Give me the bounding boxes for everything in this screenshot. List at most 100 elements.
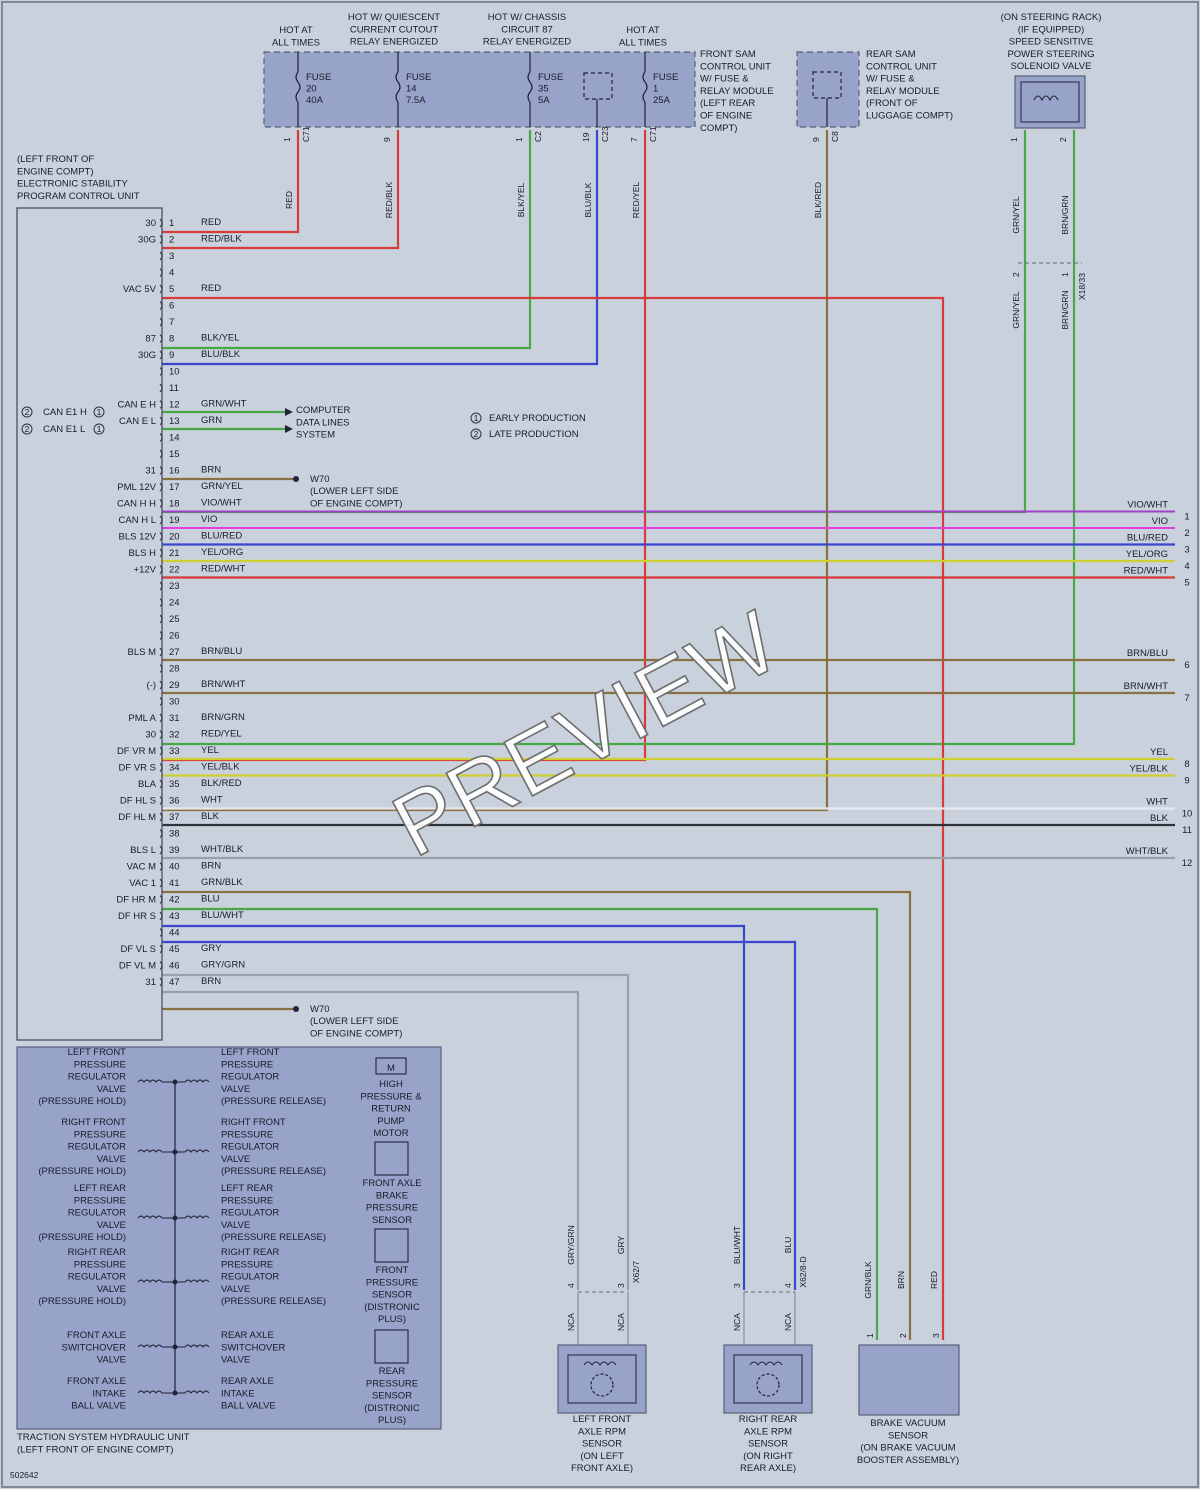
legend-number-badge bbox=[470, 412, 482, 424]
solenoid-frame bbox=[1020, 81, 1080, 123]
pin-name: PML 12V bbox=[117, 482, 156, 493]
steering-valve-label: SOLENOID VALVE bbox=[1011, 61, 1092, 72]
brake-vacuum-sensor-label: (ON BRAKE VACUUM bbox=[860, 1443, 955, 1454]
sensor-coil-icon bbox=[749, 1361, 783, 1366]
valve-coil-icon bbox=[137, 1344, 174, 1348]
rear-sam-box bbox=[796, 51, 860, 128]
pin-terminal bbox=[159, 235, 163, 244]
power-header: HOT W/ CHASSIS bbox=[488, 12, 566, 23]
exit-reference-number: 11 bbox=[1182, 825, 1192, 836]
pin-terminal bbox=[159, 581, 163, 591]
connector-id: X62/8-D bbox=[798, 1256, 808, 1287]
connector-pin: 19 bbox=[581, 132, 591, 142]
wire-color-label: RED/YEL bbox=[631, 182, 641, 219]
wire-color-label: VIO bbox=[1152, 516, 1168, 527]
tone-ring-icon bbox=[590, 1373, 614, 1397]
connector-pin: 4 bbox=[566, 1283, 576, 1288]
pin-terminal bbox=[159, 779, 163, 789]
front-sam-label: FRONT SAM bbox=[700, 49, 756, 60]
can-e-alt-name: CAN E1 H bbox=[43, 407, 87, 418]
pressure-sensor-icon bbox=[374, 1329, 409, 1364]
pin-number: 40 bbox=[169, 862, 180, 873]
motor-icon bbox=[375, 1057, 407, 1075]
pin-name: DF VR M bbox=[117, 746, 156, 757]
valve-coil-icon bbox=[175, 1215, 210, 1219]
pin-wire-label: YEL bbox=[201, 745, 219, 756]
pin-name: BLA bbox=[138, 779, 157, 790]
valve-label-left: VALVE bbox=[97, 1084, 126, 1095]
valve-coil-icon bbox=[175, 1079, 210, 1083]
connector-pin: 4 bbox=[783, 1283, 793, 1288]
esp-control-unit bbox=[16, 207, 163, 1041]
connector-id: C2 bbox=[533, 131, 543, 142]
pin-terminal bbox=[159, 532, 163, 541]
esp-control-unit-label: (LEFT FRONT OF bbox=[17, 154, 94, 165]
pin-number: 17 bbox=[169, 482, 180, 493]
pin-terminal bbox=[159, 598, 163, 607]
pin-number: 42 bbox=[169, 895, 180, 906]
ground-icon bbox=[293, 1006, 299, 1012]
wire-color-label: BLU/RED bbox=[1127, 533, 1168, 544]
brake-vacuum-sensor-label: BRAKE VACUUM bbox=[870, 1418, 945, 1429]
pin-terminal bbox=[159, 449, 163, 459]
pin-number: 20 bbox=[169, 532, 180, 543]
brake-vacuum-sensor-label: BOOSTER ASSEMBLY) bbox=[857, 1455, 959, 1466]
pin-name: DF HR M bbox=[116, 895, 156, 906]
fuse-label: 1 bbox=[653, 84, 658, 95]
pin-name: (-) bbox=[147, 680, 157, 691]
pin-terminal bbox=[159, 433, 163, 442]
pin-terminal bbox=[159, 548, 163, 558]
pin-terminal bbox=[159, 895, 163, 904]
hydraulic-unit-label: (LEFT FRONT OF ENGINE COMPT) bbox=[17, 1444, 173, 1455]
computer-data-lines-label: SYSTEM bbox=[296, 430, 335, 441]
valve-coil-icon bbox=[175, 1390, 210, 1394]
valve-label-right: RIGHT FRONT bbox=[221, 1117, 286, 1128]
valve-label-right: VALVE bbox=[221, 1284, 250, 1295]
wire-color-label: BRN/BLU bbox=[1127, 648, 1168, 659]
power-header: CIRCUIT 87 bbox=[501, 24, 553, 35]
pin-terminal bbox=[159, 350, 163, 360]
pin-number: 8 bbox=[169, 334, 174, 345]
valve-label-left: FRONT AXLE bbox=[67, 1376, 126, 1387]
wire-red bbox=[162, 130, 300, 234]
power-header: HOT W/ QUIESCENT bbox=[348, 12, 440, 23]
wire-color-label: GRN/BLK bbox=[863, 1261, 873, 1299]
front-sam-label: RELAY MODULE bbox=[700, 86, 774, 97]
valve-label-left: (PRESSURE HOLD) bbox=[38, 1296, 126, 1307]
valve-coil-icon bbox=[137, 1390, 174, 1394]
pin-number: 21 bbox=[169, 548, 180, 559]
pin-terminal bbox=[159, 928, 163, 937]
connector-pin: 1 bbox=[865, 1333, 875, 1338]
pin-name: 30G bbox=[138, 350, 156, 361]
pin-wire-label: BLK/YEL bbox=[201, 333, 240, 344]
power-header: RELAY ENERGIZED bbox=[350, 37, 438, 48]
pin-terminal bbox=[159, 796, 163, 805]
pin-name: BLS M bbox=[127, 647, 156, 658]
pin-number: 34 bbox=[169, 763, 180, 774]
wire-blk-yel bbox=[162, 130, 532, 350]
wire-color-label: BRN/GRN bbox=[1060, 195, 1070, 234]
rear-sam-label: CONTROL UNIT bbox=[866, 61, 937, 72]
wire-color-label: WHT bbox=[1146, 797, 1168, 808]
production-legend-ref: 2 bbox=[25, 407, 30, 417]
wire-gry bbox=[162, 973, 630, 1290]
connector-pin: 3 bbox=[931, 1333, 941, 1338]
pin-number: 22 bbox=[169, 565, 180, 576]
fuse-icon bbox=[527, 71, 533, 103]
pin-terminal bbox=[159, 680, 163, 690]
brake-vacuum-sensor-box bbox=[858, 1344, 960, 1416]
pin-name: CAN E H bbox=[117, 400, 156, 411]
pin-number: 4 bbox=[169, 268, 174, 279]
pin-number: 35 bbox=[169, 779, 180, 790]
valve-label-right: (PRESSURE RELEASE) bbox=[221, 1296, 326, 1307]
brake-vacuum-sensor-label: SENSOR bbox=[888, 1430, 928, 1441]
pin-wire-label: BRN bbox=[201, 861, 221, 872]
pin-terminal bbox=[159, 317, 163, 327]
wire-color-label: BRN/GRN bbox=[1060, 290, 1070, 329]
axle-rpm-sensor-label: SENSOR bbox=[582, 1439, 622, 1450]
valve-label-left: REGULATOR bbox=[68, 1208, 126, 1219]
valve-label-right: VALVE bbox=[221, 1220, 250, 1231]
components-layer bbox=[16, 51, 1086, 1430]
valve-label-right: SWITCHOVER bbox=[221, 1342, 286, 1353]
